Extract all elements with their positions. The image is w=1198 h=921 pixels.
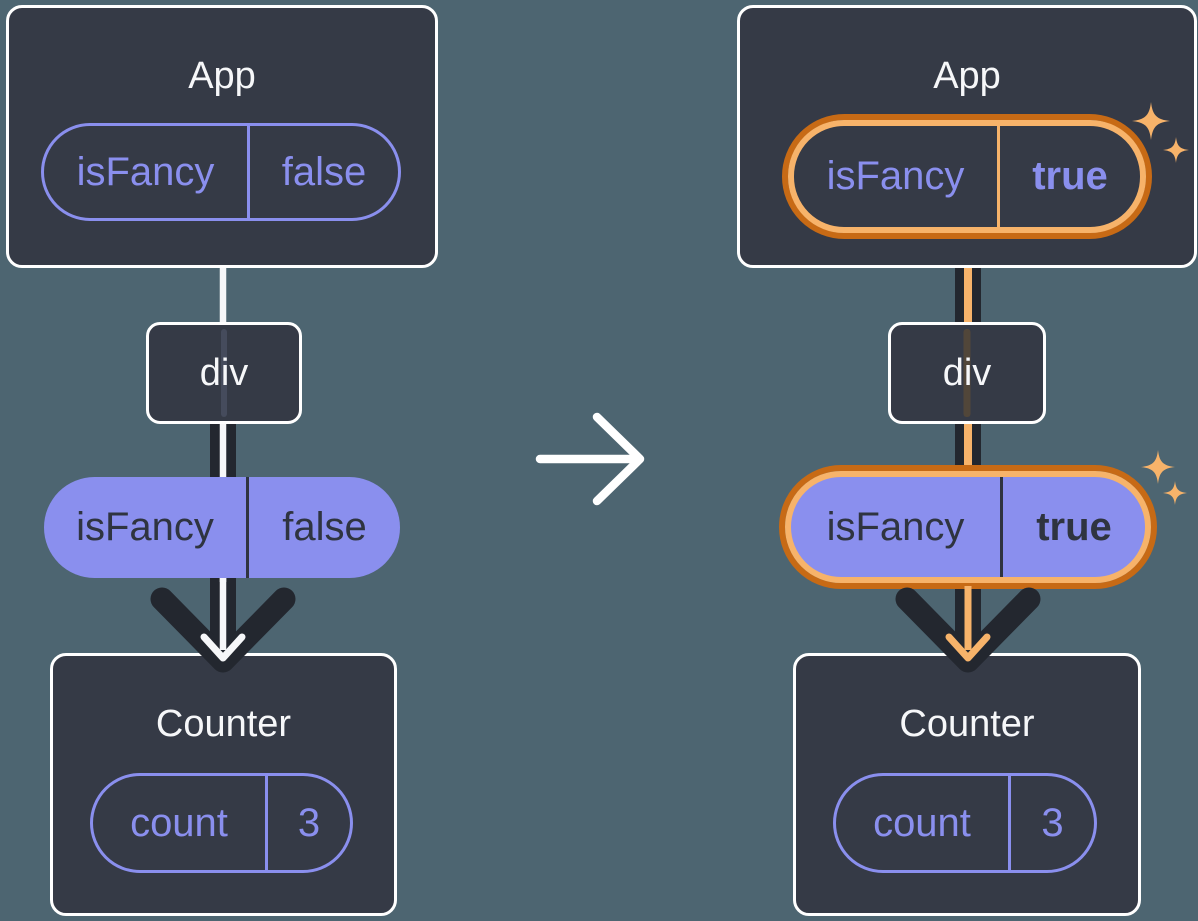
after-prop-value: true (1000, 477, 1145, 577)
after-div-card: div (888, 322, 1046, 424)
after-app-title: App (933, 55, 1001, 97)
before-prop-value: false (246, 477, 400, 578)
after-counter-state-value: 3 (1008, 776, 1094, 870)
after-prop-highlight-ring: isFancy true (779, 465, 1157, 589)
before-counter-card: Counter count 3 (50, 653, 397, 916)
before-counter-state-name: count (130, 800, 228, 845)
before-div-card: div (146, 322, 302, 424)
before-counter-state-pill: count 3 (90, 773, 353, 873)
before-prop-pill: isFancy false (44, 477, 400, 578)
after-app-state-pill: isFancy true (788, 120, 1146, 233)
before-div-label: div (199, 351, 249, 394)
after-app-state-name: isFancy (826, 154, 965, 198)
after-prop-pill: isFancy true (785, 471, 1151, 583)
after-counter-title: Counter (899, 703, 1035, 745)
after-app-state-value: true (997, 126, 1140, 227)
before-counter-title: Counter (155, 703, 292, 745)
after-div-label: div (942, 351, 992, 394)
after-counter-card: Counter count 3 (793, 653, 1141, 916)
before-counter-state-value: 3 (265, 776, 350, 870)
arrow-right-icon (535, 412, 645, 506)
before-dark-arrowhead (150, 587, 296, 673)
before-app-state-pill: isFancy false (41, 123, 401, 221)
after-counter-state-pill: count 3 (833, 773, 1097, 873)
before-app-title: App (188, 55, 256, 97)
before-prop-name: isFancy (76, 505, 214, 549)
after-prop-name: isFancy (826, 504, 965, 549)
before-app-state-value: false (247, 126, 398, 218)
before-app-state-name: isFancy (76, 149, 215, 194)
after-counter-state-name: count (873, 800, 971, 845)
after-dark-arrowhead (895, 587, 1041, 673)
after-app-state-highlight-ring: isFancy true (782, 114, 1152, 239)
before-app-card: App isFancy false (6, 5, 438, 268)
